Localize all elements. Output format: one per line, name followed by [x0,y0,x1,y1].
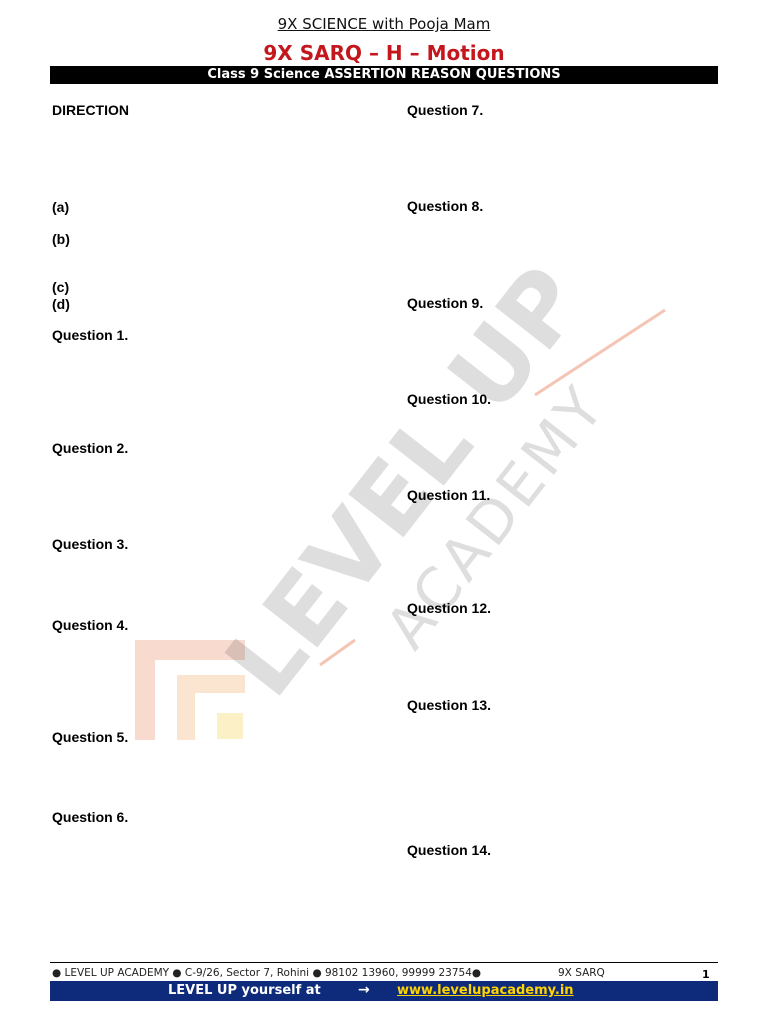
question-8-label: Question 8. [407,198,484,214]
page-header-subtitle: 9X SCIENCE with Pooja Mam [277,15,491,33]
page-number: 1 [702,968,710,981]
question-3-label: Question 3. [52,536,129,552]
watermark-text-academy: ACADEMY [372,372,619,661]
arrow-right-icon: → [358,982,370,998]
footer-tagline: LEVEL UP yourself at [168,983,321,998]
section-banner: Class 9 Science ASSERTION REASON QUESTIO… [50,66,718,84]
question-1-label: Question 1. [52,327,129,343]
footer-website-link[interactable]: www.levelupacademy.in [397,983,574,998]
option-c-label: (c) [52,279,70,295]
question-4-label: Question 4. [52,617,129,633]
question-2-label: Question 2. [52,440,129,456]
question-14-label: Question 14. [407,842,492,858]
question-5-label: Question 5. [52,729,129,745]
watermark-text-levelup: LEVEL UP [204,246,606,716]
watermark-dash-left [319,638,356,667]
watermark-dash-right [534,308,666,397]
footer-address: ● LEVEL UP ACADEMY ● C-9/26, Sector 7, R… [52,967,482,979]
question-12-label: Question 12. [407,600,492,616]
footer-divider [50,962,718,963]
direction-heading: DIRECTION [52,102,129,118]
question-11-label: Question 11. [407,487,491,503]
option-b-label: (b) [52,231,70,247]
page-title: 9X SARQ – H – Motion [263,41,505,65]
footer-code: 9X SARQ [558,967,605,979]
watermark-bar-mid [177,675,245,693]
question-10-label: Question 10. [407,391,492,407]
question-7-label: Question 7. [407,102,484,118]
watermark-bar-mid-left [177,675,195,740]
question-13-label: Question 13. [407,697,492,713]
footer-bar [50,981,718,1001]
watermark-bar-left [135,640,155,740]
option-a-label: (a) [52,199,70,215]
question-6-label: Question 6. [52,809,129,825]
option-d-label: (d) [52,296,70,312]
watermark-bar-top [135,640,245,660]
watermark-logo: LEVEL UP ACADEMY [135,246,666,740]
question-9-label: Question 9. [407,295,484,311]
watermark-square [217,713,243,739]
